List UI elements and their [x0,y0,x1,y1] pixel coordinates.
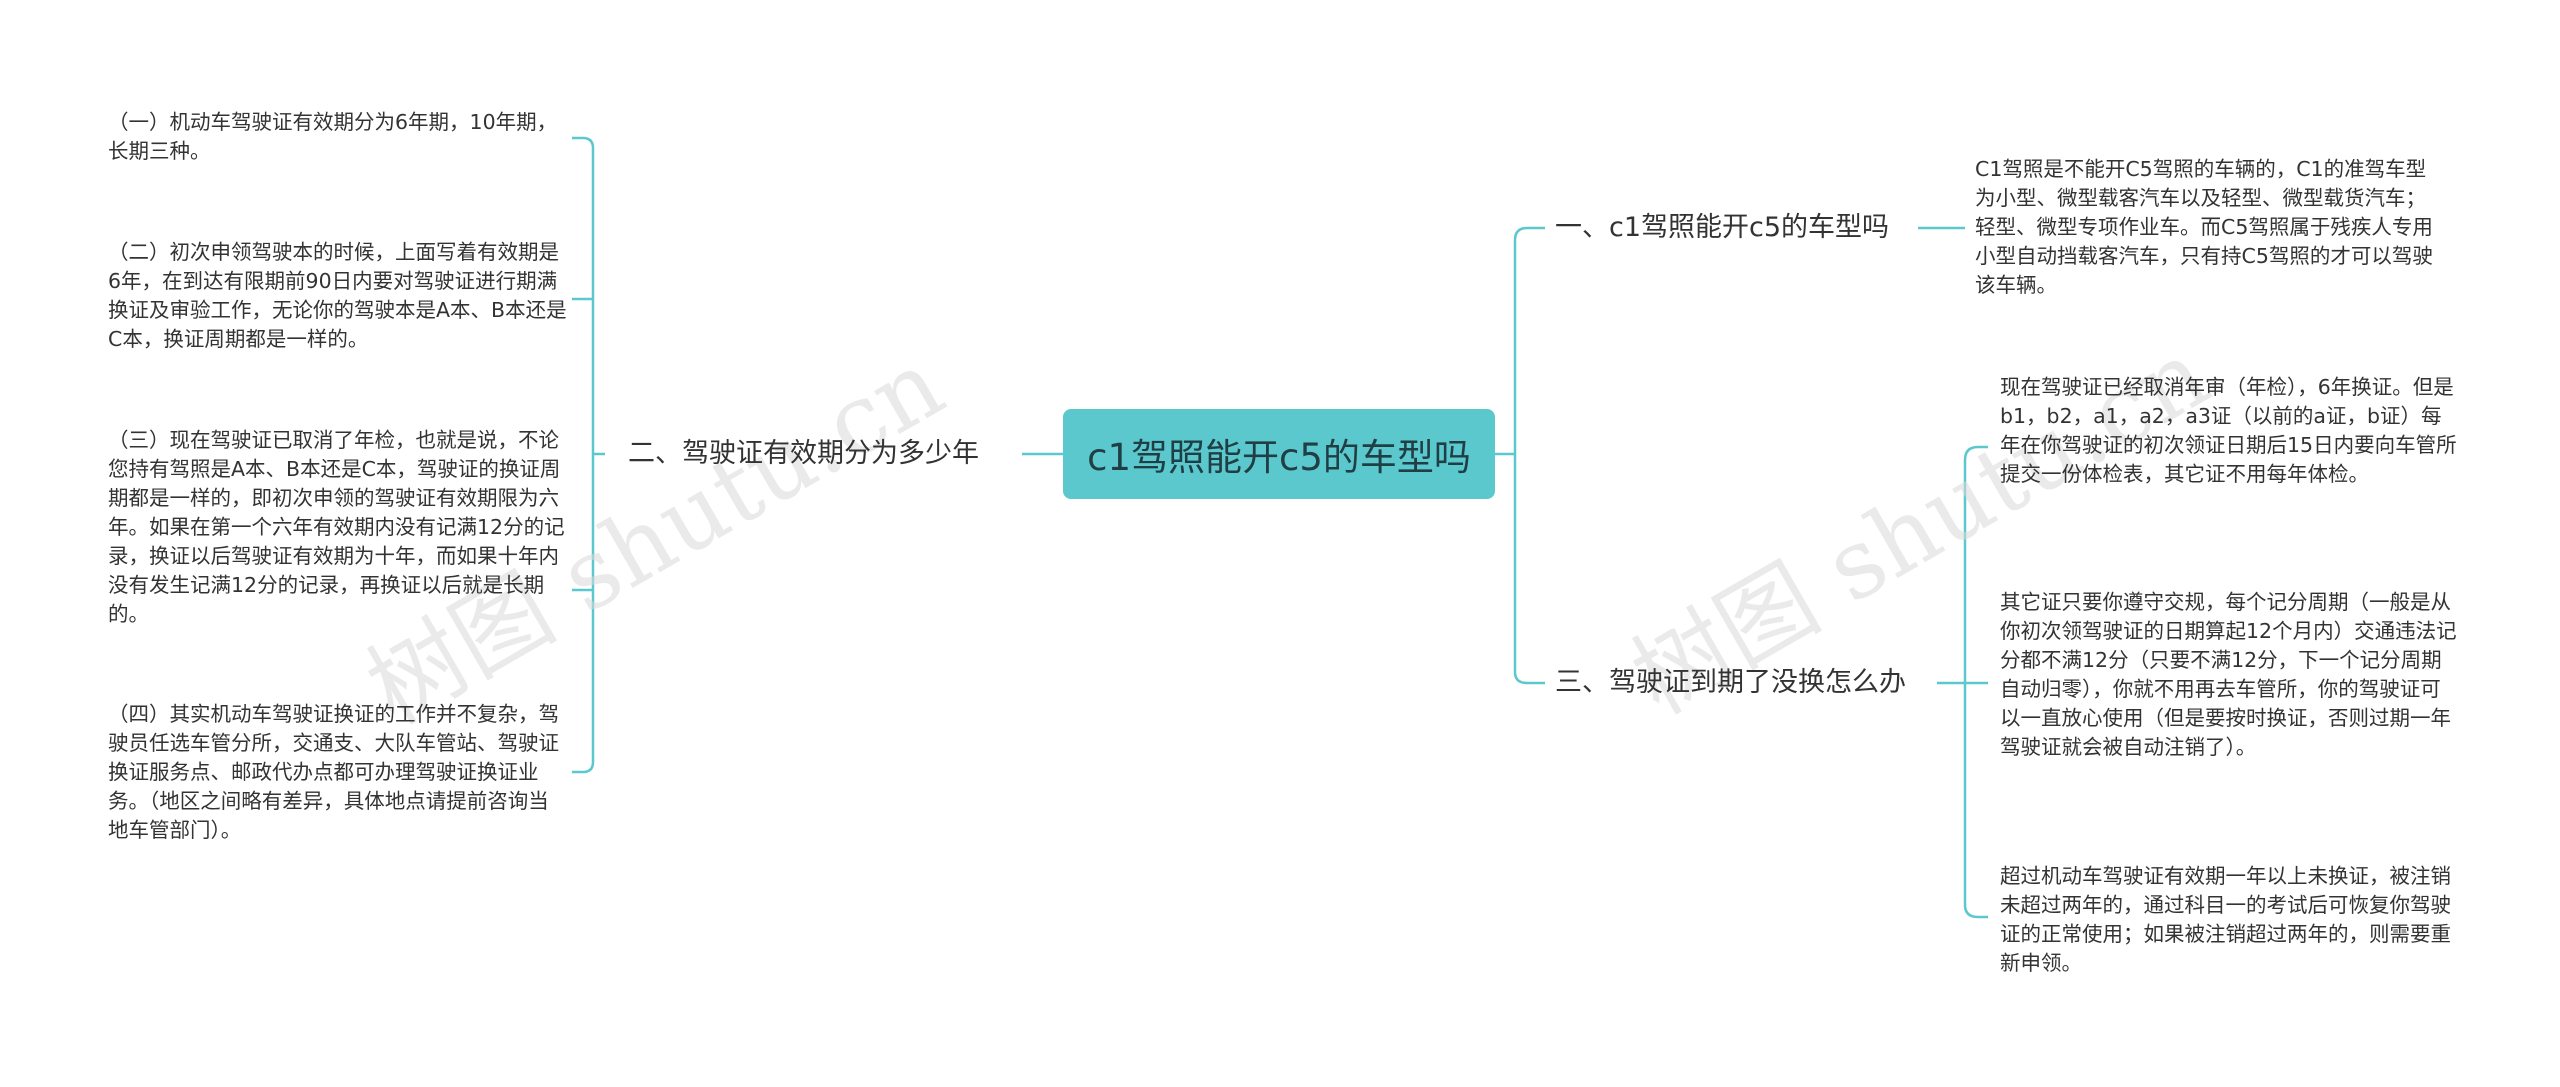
branch-right-bottom[interactable]: 三、驾驶证到期了没换怎么办 [1555,667,1906,698]
leaf-right-top-1[interactable]: C1驾照是不能开C5驾照的车辆的，C1的准驾车型为小型、微型载客汽车以及轻型、微… [1975,157,2433,297]
leaf-left-4[interactable]: （四）其实机动车驾驶证换证的工作并不复杂，驾驶员任选车管分所，交通支、大队车管站… [108,702,559,842]
connector-right-bottom-bracket [1937,445,1988,919]
connector-root-right [1495,226,1545,685]
branch-right-top[interactable]: 一、c1驾照能开c5的车型吗 [1555,212,1890,243]
leaf-left-1[interactable]: （一）机动车驾驶证有效期分为6年期，10年期，长期三种。 [108,110,558,163]
branch-left[interactable]: 二、驾驶证有效期分为多少年 [628,438,979,469]
leaf-left-3[interactable]: （三）现在驾驶证已取消了年检，也就是说，不论您持有驾照是A本、B本还是C本，驾驶… [108,428,565,626]
leaf-right-bottom-2[interactable]: 其它证只要你遵守交规，每个记分周期（一般是从你初次领驾驶证的日期算起12个月内）… [2000,590,2457,759]
leaf-right-bottom-3[interactable]: 超过机动车驾驶证有效期一年以上未换证，被注销未超过两年的，通过科目一的考试后可恢… [2000,864,2451,975]
leaf-left-2[interactable]: （二）初次申领驾驶本的时候，上面写着有效期是6年，在到达有限期前90日内要对驾驶… [108,240,567,351]
root-node[interactable]: c1驾照能开c5的车型吗 [1063,409,1495,499]
connector-left-bracket [572,136,605,774]
leaf-right-bottom-1[interactable]: 现在驾驶证已经取消年审（年检），6年换证。但是b1，b2，a1，a2，a3证（以… [2000,375,2457,486]
